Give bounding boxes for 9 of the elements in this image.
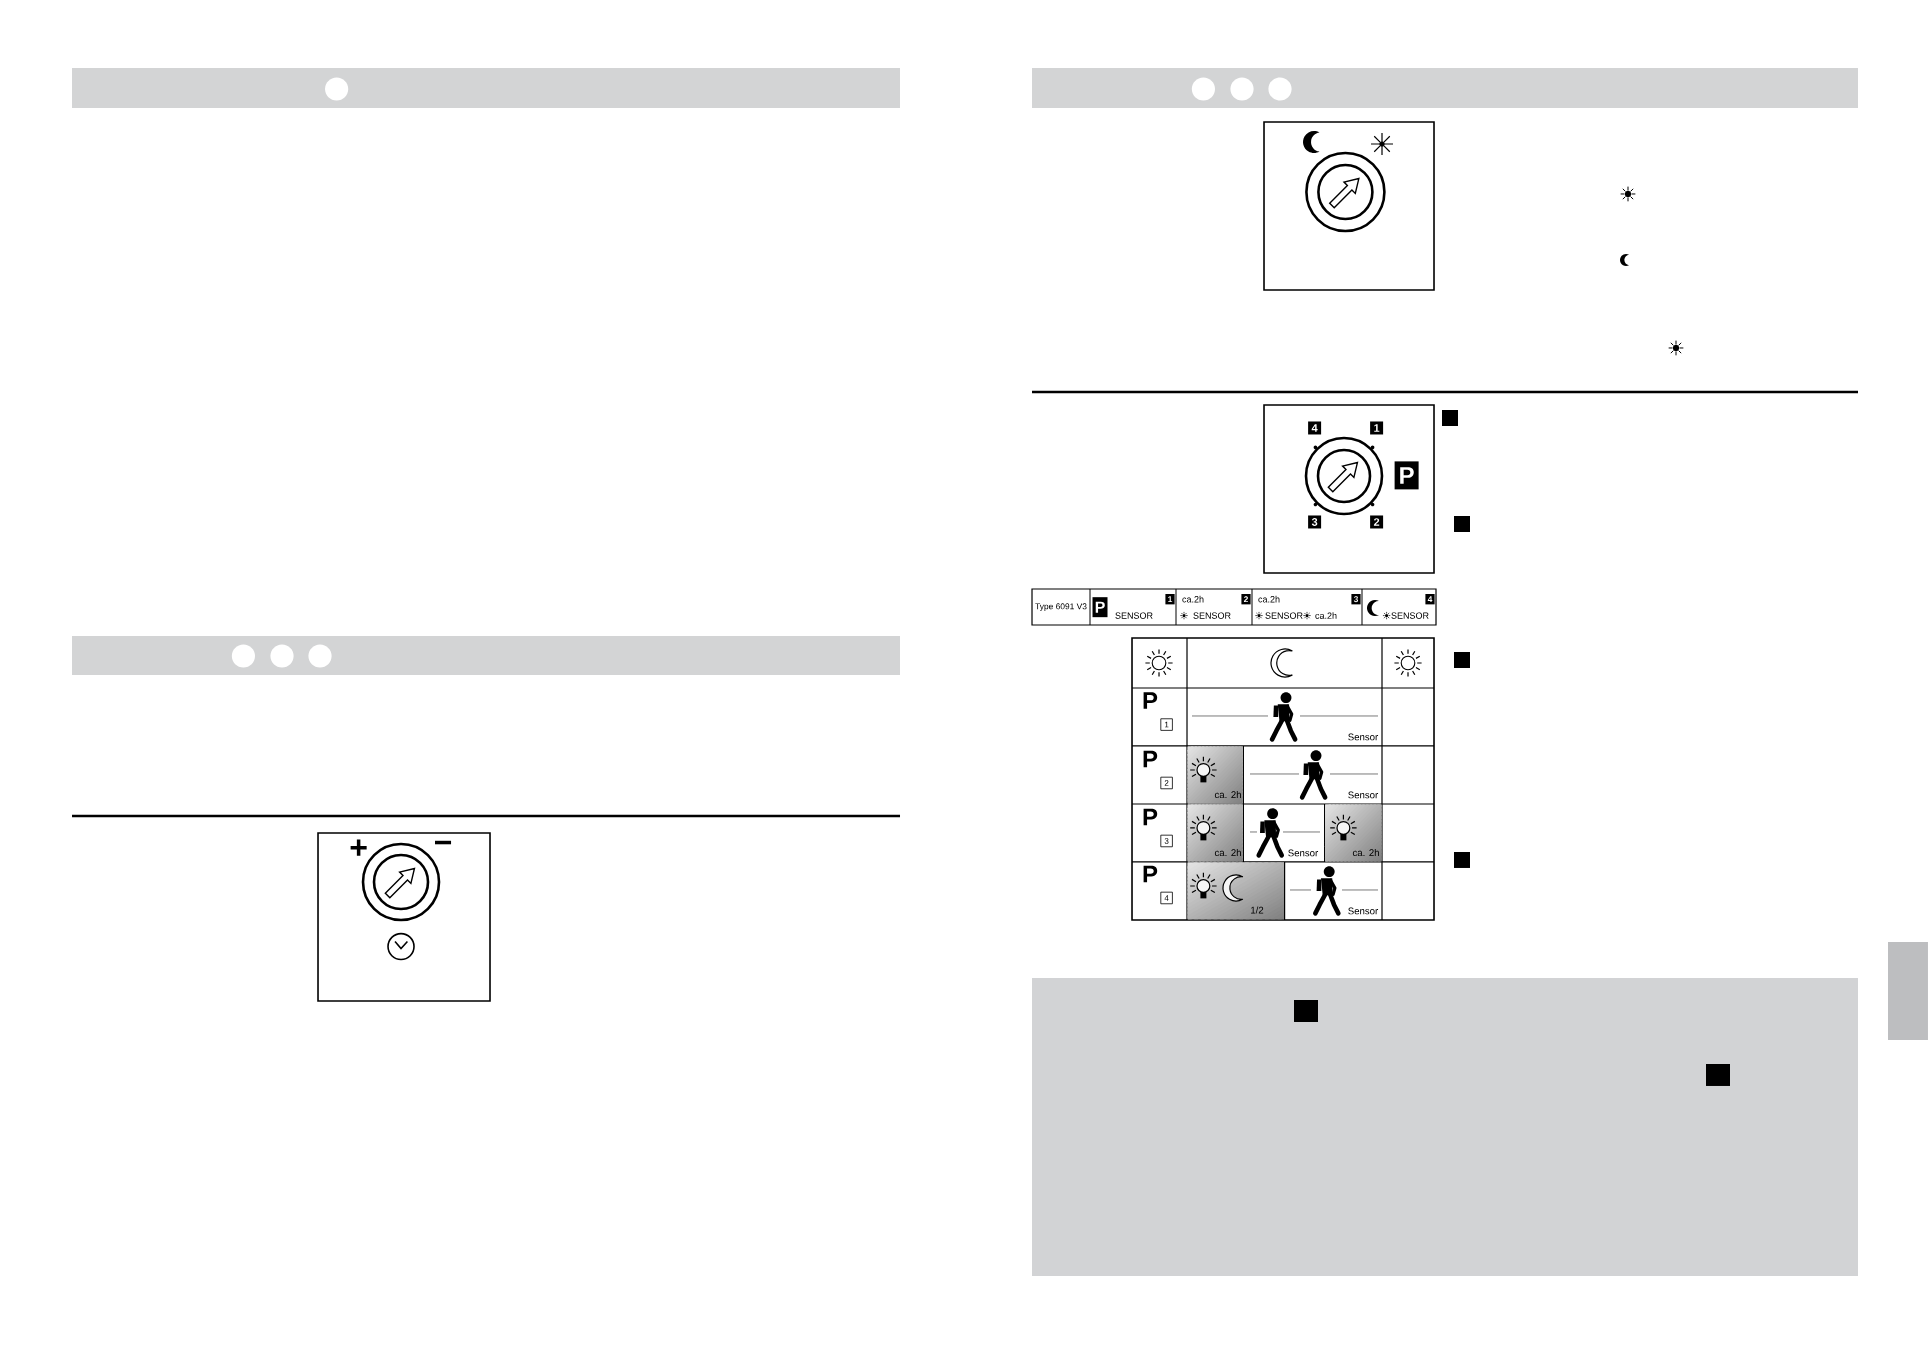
- mode-badge: P: [1092, 597, 1108, 618]
- dial-panel: + −: [317, 832, 491, 1002]
- dial-panel: [1263, 404, 1435, 574]
- mode-badge: P: [1394, 461, 1419, 490]
- mode-letter: P: [1143, 692, 1158, 709]
- mode-letter: P: [1143, 865, 1158, 883]
- mode-letter: P: [1143, 808, 1158, 826]
- dial-panel: [1263, 121, 1435, 291]
- mode-letter: P: [1143, 750, 1158, 768]
